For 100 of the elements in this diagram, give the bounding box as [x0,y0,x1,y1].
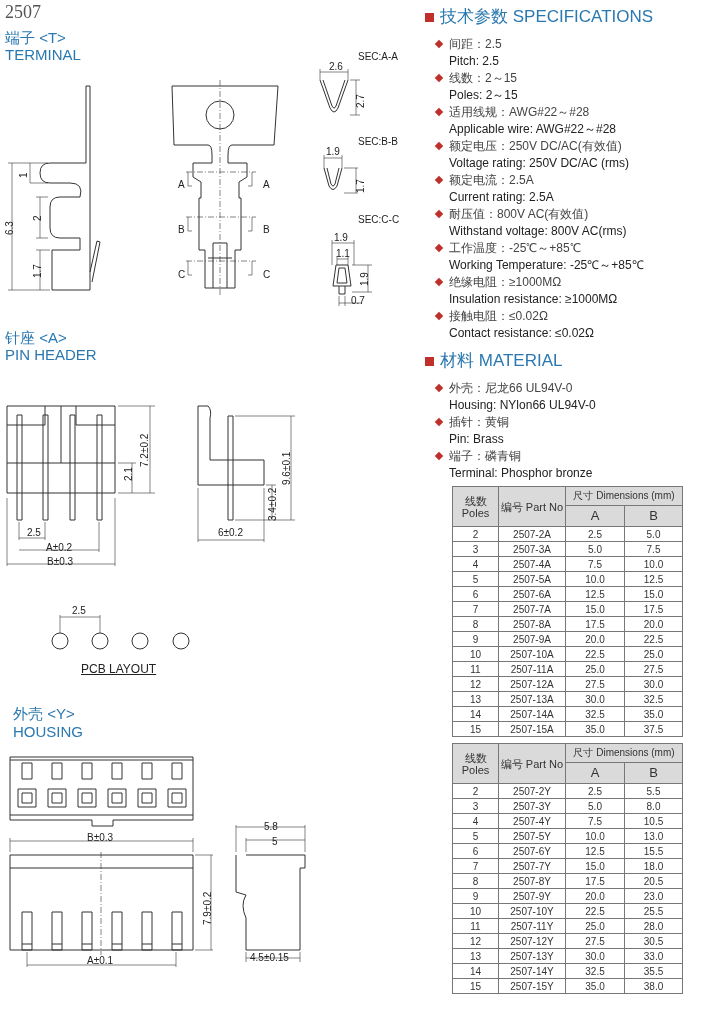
dimension-cell: 27.5 [565,933,625,949]
part-number-cell: 2507-15A [498,721,566,737]
dimension-cell: 15.5 [624,843,683,859]
poles-cell: 3 [452,541,499,557]
dimension-label: B±0.3 [47,557,74,567]
spec-text: 绝缘电阻：≥1000MΩ [449,276,562,288]
dimension-label: 6.3 [5,221,15,235]
part-number-cell: 2507-11A [498,661,566,677]
section-label: SEC:A-A [358,52,398,62]
part-number-cell: 2507-8A [498,616,566,632]
part-number-cell: 2507-2Y [498,783,566,799]
part-number-cell: 2507-5Y [498,828,566,844]
part-number-cell: 2507-10Y [498,903,566,919]
part-number-cell: 2507-14Y [498,963,566,979]
dimension-cell: 10.0 [565,571,625,587]
poles-cell: 9 [452,888,499,904]
dimension-label: 6±0.2 [218,528,243,538]
poles-cell: 13 [452,948,499,964]
poles-cell: 7 [452,858,499,874]
poles-cell: 6 [452,586,499,602]
poles-cell: 10 [452,903,499,919]
series-number: 2507 [5,3,41,21]
dimension-cell: 22.5 [624,631,683,647]
spec-text: Insulation resistance: ≥1000MΩ [449,293,618,305]
dimension-cell: 10.5 [624,813,683,829]
dimension-cell: 20.5 [624,873,683,889]
part-number-cell: 2507-13A [498,691,566,707]
section-heading: 端子 <T> [5,30,66,45]
part-number-cell: 2507-5A [498,571,566,587]
poles-cell: 2 [452,783,499,799]
section-heading: 外壳 <Y> [13,706,75,721]
poles-cell: 14 [452,706,499,722]
poles-cell: 11 [452,661,499,677]
column-header: 编号 Part No [498,486,566,527]
part-number-cell: 2507-13Y [498,948,566,964]
dimension-cell: 23.0 [624,888,683,904]
column-header: 编号 Part No [498,743,566,784]
part-number-cell: 2507-9Y [498,888,566,904]
dimension-label: 2 [33,215,43,221]
spec-text: 插针：黄铜 [449,416,509,428]
section-heading: HOUSING [13,724,83,739]
dimension-cell: 35.0 [565,721,625,737]
poles-cell: 11 [452,918,499,934]
dimension-cell: 5.0 [565,541,625,557]
dimension-cell: 5.5 [624,783,683,799]
dimension-cell: 22.5 [565,903,625,919]
dimension-label: B±0.3 [87,833,114,843]
section-heading: 材料 MATERIAL [440,352,563,369]
dimension-cell: 2.5 [565,783,625,799]
dimension-cell: 20.0 [565,888,625,904]
poles-cell: 4 [452,556,499,572]
dimension-cell: 13.0 [624,828,683,844]
spec-text: Poles: 2～15 [449,89,518,101]
dimension-cell: 7.5 [565,556,625,572]
dimension-cell: 33.0 [624,948,683,964]
poles-cell: 4 [452,813,499,829]
dimension-cell: 20.0 [624,616,683,632]
dimension-cell: 30.0 [624,676,683,692]
part-number-cell: 2507-6A [498,586,566,602]
dimension-label: 1.1 [336,249,350,259]
poles-cell: 10 [452,646,499,662]
dimension-cell: 17.5 [624,601,683,617]
dimension-cell: 22.5 [565,646,625,662]
part-number-cell: 2507-10A [498,646,566,662]
dimension-label: 5.8 [264,822,278,832]
part-number-cell: 2507-12A [498,676,566,692]
part-number-cell: 2507-3A [498,541,566,557]
dimension-label: 3.4±0.2 [268,487,278,521]
dimension-cell: 12.5 [565,843,625,859]
poles-cell: 2 [452,526,499,542]
dimension-cell: 38.0 [624,978,683,994]
dimension-cell: 25.0 [624,646,683,662]
section-heading: 技术参数 SPECIFICATIONS [440,8,654,25]
part-number-cell: 2507-8Y [498,873,566,889]
poles-cell: 3 [452,798,499,814]
poles-cell: 13 [452,691,499,707]
poles-cell: 15 [452,721,499,737]
dimension-cell: 7.5 [565,813,625,829]
part-number-cell: 2507-3Y [498,798,566,814]
dimension-cell: 27.5 [624,661,683,677]
dimension-cell: 15.0 [565,858,625,874]
part-number-cell: 2507-9A [498,631,566,647]
dimension-cell: 32.5 [624,691,683,707]
spec-text: Working Temperature: -25℃～+85℃ [449,259,644,271]
dimension-cell: 8.0 [624,798,683,814]
dimension-cell: 25.0 [565,918,625,934]
spec-text: 额定电压：250V DC/AC(有效值) [449,140,622,152]
dimension-cell: 2.5 [565,526,625,542]
dimension-cell: 35.0 [624,706,683,722]
section-mark: B [263,225,270,235]
spec-text: Terminal: Phosphor bronze [449,467,593,479]
poles-cell: 15 [452,978,499,994]
section-label: SEC:B-B [358,137,398,147]
part-number-cell: 2507-11Y [498,918,566,934]
section-label: SEC:C-C [358,215,400,225]
dimension-label: 2.6 [329,62,343,72]
dimension-cell: 15.0 [624,586,683,602]
spec-text: Applicable wire: AWG#22～#28 [449,123,616,135]
spec-text: Pitch: 2.5 [449,55,500,67]
dimension-cell: 30.0 [565,948,625,964]
